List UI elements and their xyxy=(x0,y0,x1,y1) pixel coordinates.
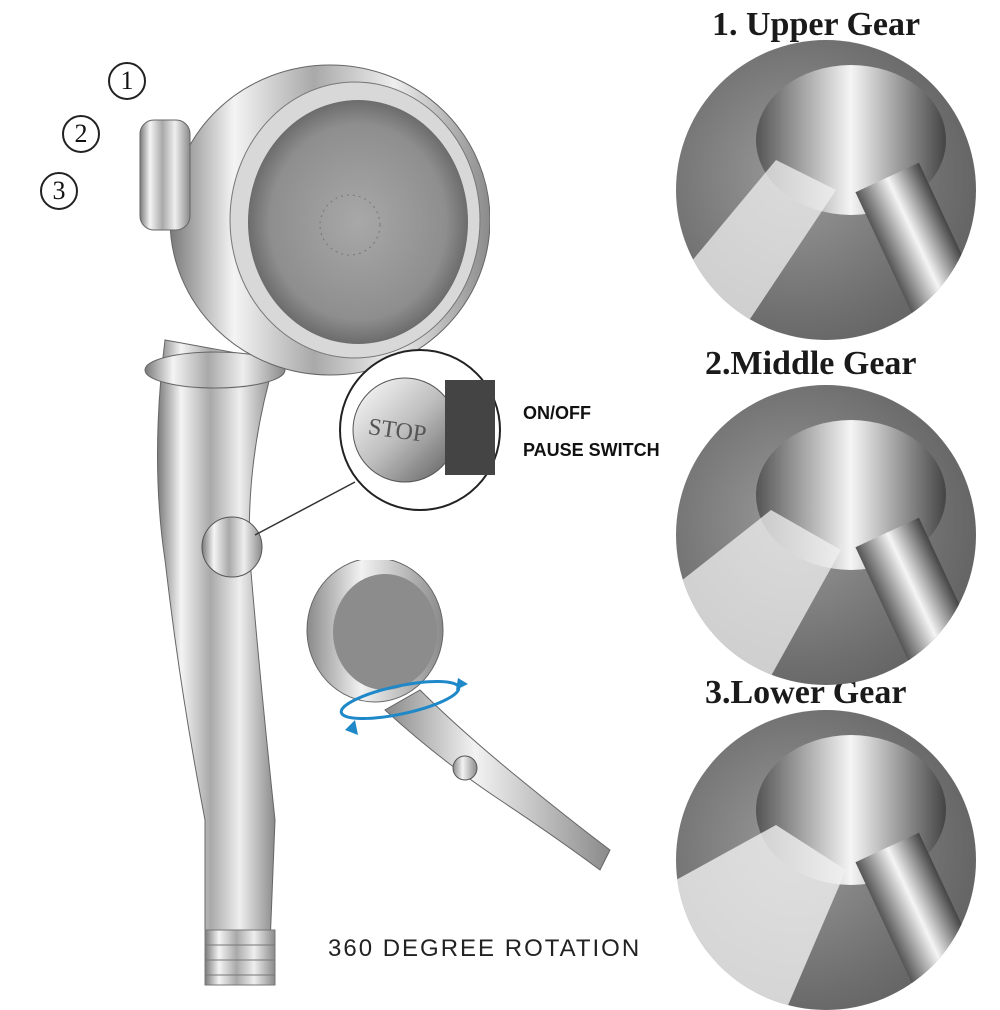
switch-label-line1: ON/OFF xyxy=(523,403,591,423)
step-2-label: 2 xyxy=(74,119,88,148)
step-1-label: 1 xyxy=(120,66,134,95)
step-3-badge: 3 xyxy=(40,172,78,210)
step-3-label: 3 xyxy=(52,176,66,205)
step-1-badge: 1 xyxy=(108,62,146,100)
shower-head-main-image xyxy=(139,64,490,986)
lower-gear-spray-image xyxy=(676,710,976,1010)
shower-head-rotation-image xyxy=(306,560,611,871)
rotation-caption: 360 DEGREE ROTATION xyxy=(328,935,642,962)
switch-label-line2: PAUSE SWITCH xyxy=(523,440,660,460)
zoom-connector-line xyxy=(254,481,356,536)
stop-button-zoom xyxy=(339,349,501,511)
upper-gear-title: 1. Upper Gear xyxy=(712,6,921,43)
upper-gear-spray-image xyxy=(676,40,976,340)
step-2-badge: 2 xyxy=(62,115,100,153)
middle-gear-title: 2.Middle Gear xyxy=(705,345,917,382)
middle-gear-spray-image xyxy=(676,385,976,685)
